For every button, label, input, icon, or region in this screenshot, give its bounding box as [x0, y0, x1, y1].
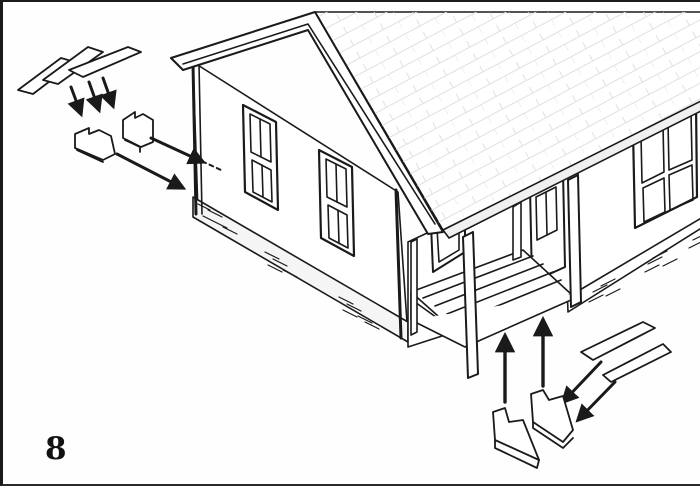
house-assembly-illustration	[3, 2, 700, 486]
window-left-1	[243, 105, 278, 210]
window-left-2	[319, 150, 354, 256]
right-parts-group	[493, 320, 671, 468]
block-lower	[75, 128, 115, 160]
step-number: 8	[45, 434, 67, 465]
